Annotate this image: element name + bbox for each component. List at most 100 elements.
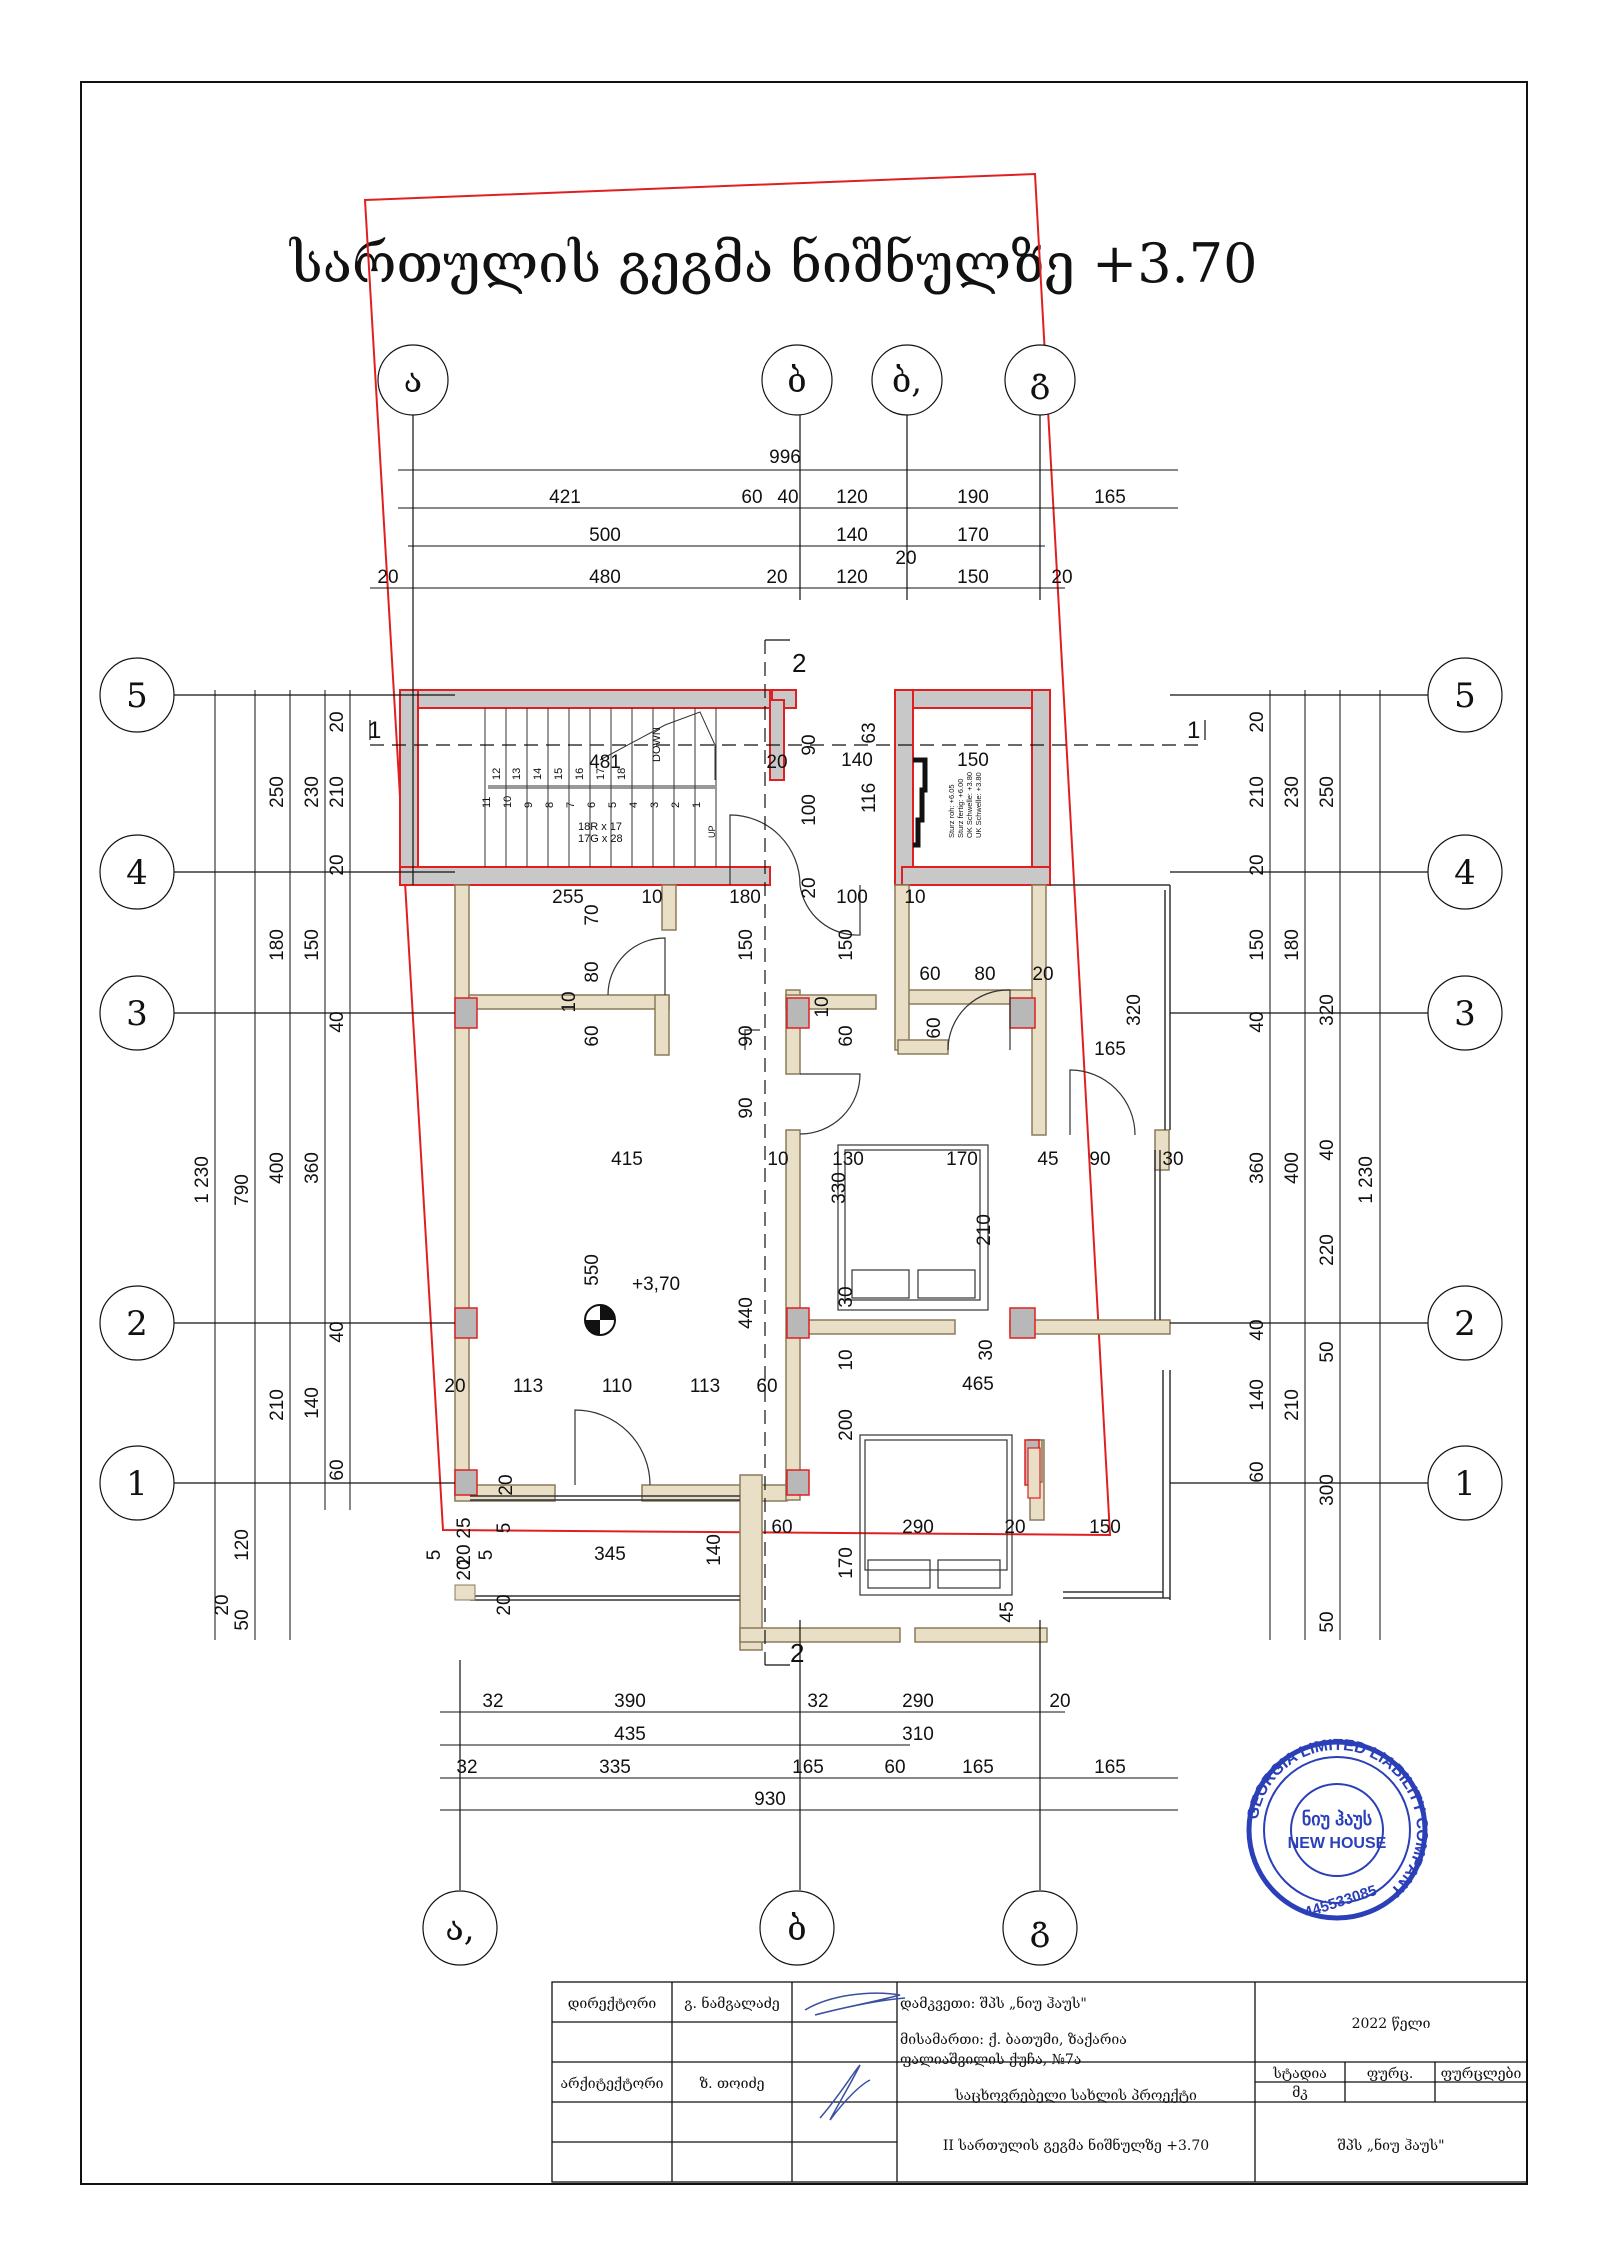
axis-label-top: ა [404, 361, 422, 401]
axis-label-bottom: ა, [445, 1909, 474, 1949]
walls [399, 689, 1171, 1651]
title-block-stage-label: სტადია [1272, 2065, 1327, 2082]
dim-label: 140 [302, 1387, 323, 1419]
title-block-company: შპს „ნიუ ჰაუს" [1337, 2136, 1444, 2154]
dim-label: 210 [1247, 776, 1268, 808]
dim-label: 110 [602, 1376, 632, 1397]
dim-label: 250 [267, 776, 288, 808]
dim-label: 165 [1094, 487, 1126, 508]
axis-label-right: 5 [1454, 676, 1476, 716]
plan-title: სართულის გეგმა ნიშნულზე +3.70 [289, 232, 1257, 295]
dim-label: 360 [1247, 1152, 1268, 1184]
dim-label: 440 [736, 1297, 757, 1329]
stair-step-label: 5 [607, 802, 619, 808]
dim-label: 150 [1247, 929, 1268, 961]
dim-label: 480 [589, 567, 621, 588]
dim-label: 90 [736, 1025, 757, 1046]
title-block [551, 1981, 1528, 2183]
dim-label: 150 [836, 929, 857, 961]
dim-label: 165 [1094, 1039, 1126, 1060]
dim-label: 30 [976, 1339, 997, 1360]
dim-label: 140 [1247, 1379, 1268, 1411]
dim-label: 10 [641, 887, 662, 908]
section-lines [369, 639, 1206, 1666]
dim-label: 10 [904, 887, 925, 908]
dim-label: 255 [552, 887, 584, 908]
stair-step-label: 6 [586, 802, 598, 808]
axis-label-bottom: გ [1030, 1909, 1050, 1949]
dim-label: 40 [777, 487, 798, 508]
dim-label: 550 [582, 1254, 603, 1286]
dim-label: 170 [957, 525, 989, 546]
dim-label: 150 [736, 929, 757, 961]
stair-step-label: 18 [616, 768, 628, 780]
axis-label-left: 2 [126, 1304, 148, 1344]
title-block-client: დამკვეთი: შპს „ნიუ ჰაუს" [900, 1994, 1087, 2012]
dim-label: 20 [496, 1474, 517, 1495]
dim-label: 150 [957, 567, 989, 588]
dim-label: 25 [454, 1517, 475, 1538]
dim-label: 165 [962, 1757, 994, 1778]
dim-label: 100 [836, 887, 868, 908]
dim-label: 32 [482, 1691, 503, 1712]
dim-label: 50 [232, 1609, 253, 1630]
dim-label: 60 [327, 1459, 348, 1480]
dim-label: 165 [1094, 1757, 1126, 1778]
grid-axes [99, 344, 1503, 1966]
title-block-role: არქიტექტორი [560, 2075, 663, 2092]
dim-label: 60 [836, 1025, 857, 1046]
dim-label: 500 [589, 525, 621, 546]
dim-label: 20 [454, 1544, 475, 1565]
stair-step-label: 8 [544, 802, 556, 808]
dim-label: 140 [704, 1534, 725, 1566]
stair-step-label: 1 [691, 802, 703, 808]
dim-label: 113 [690, 1376, 720, 1397]
dim-label: 30 [1162, 1149, 1183, 1170]
title-block-address-1: მისამართი: ქ. ბათუმი, ზაქარია [900, 2031, 1127, 2048]
dim-label: 5 [476, 1550, 497, 1561]
dim-label: 60 [582, 1025, 603, 1046]
dim-label: 20 [799, 877, 820, 898]
dim-label: 1 230 [192, 1156, 213, 1204]
dim-label: 60 [919, 964, 940, 985]
dim-label: 10 [836, 1349, 857, 1370]
dim-label: 140 [836, 525, 868, 546]
dim-label: 310 [902, 1724, 934, 1745]
staircase [484, 708, 717, 867]
axis-label-left: 5 [126, 676, 148, 716]
axis-label-right: 4 [1454, 853, 1476, 893]
dim-label: 20 [1032, 964, 1053, 985]
dim-label: 320 [1317, 994, 1338, 1026]
stair-step-label: 2 [670, 802, 682, 808]
axis-label-top: ბ [787, 361, 806, 401]
dim-label: 790 [232, 1174, 253, 1206]
dim-label: 32 [456, 1757, 477, 1778]
dim-label: 50 [1317, 1611, 1338, 1632]
stair-step-label: 17 [595, 768, 607, 780]
sheet-frame [80, 81, 1528, 2185]
stair-going-label: 17G x 28 [578, 833, 623, 845]
dim-label: 10 [812, 996, 833, 1017]
dim-label: 200 [836, 1409, 857, 1441]
dim-label: 140 [841, 750, 873, 771]
dim-label: 60 [741, 487, 762, 508]
section-mark-2-top: 2 [792, 648, 806, 678]
dim-label: 20 [494, 1594, 515, 1615]
dim-label: 210 [1282, 1389, 1303, 1421]
dim-label: 190 [957, 487, 989, 508]
dim-label: 165 [792, 1757, 824, 1778]
section-mark-1-left: 1 [368, 717, 381, 744]
dim-label: 150 [302, 929, 323, 961]
dim-label: 45 [1037, 1149, 1058, 1170]
dim-label: 20 [1247, 711, 1268, 732]
dim-label: 930 [754, 1789, 786, 1810]
axis-label-left: 3 [126, 994, 148, 1034]
dim-label: 60 [771, 1517, 792, 1538]
title-block-year: 2022 წელი [1352, 2015, 1431, 2032]
furniture [837, 1144, 1041, 1596]
chimney-note: Sturz roh: +6.05 [947, 784, 956, 838]
title-block-drawing-name: II სართულის გეგმა ნიშნულზე +3.70 [943, 2136, 1209, 2154]
signature-icon [804, 1992, 906, 2121]
title-block-project: საცხოვრებელი სახლის პროექტი [954, 2087, 1197, 2104]
